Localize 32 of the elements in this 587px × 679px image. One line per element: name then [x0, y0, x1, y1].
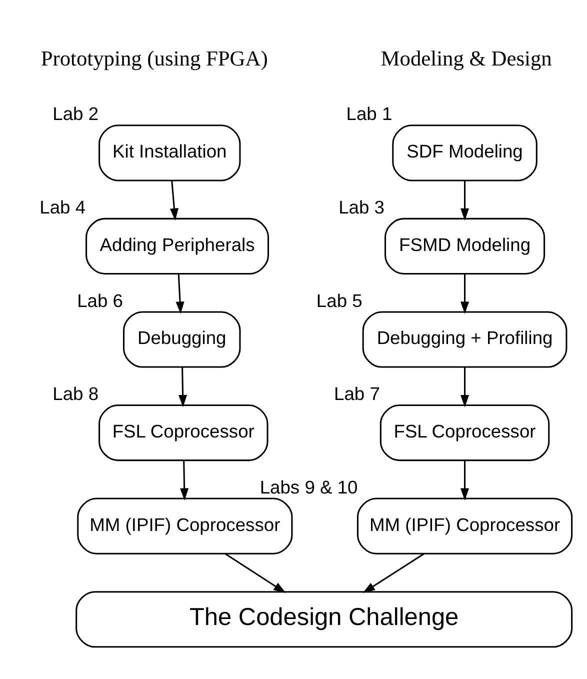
node-box: MM (IPIF) Coprocessor [77, 498, 293, 554]
node-label: Labs 9 & 10 [260, 476, 358, 498]
node-box: Debugging + Profiling [362, 311, 568, 368]
node-label: Lab 4 [40, 196, 86, 218]
node-label: Lab 2 [52, 103, 99, 124]
node-label: Lab 5 [316, 290, 362, 311]
node-box: FSMD Modeling [384, 218, 546, 274]
arrow [224, 553, 286, 594]
node-box: Kit Installation [98, 124, 241, 182]
node-label: Lab 1 [346, 103, 392, 124]
node-box: SDF Modeling [392, 124, 538, 182]
node-label: Lab 8 [52, 383, 99, 404]
label: Prototyping (using FPGA) [40, 46, 268, 70]
node-box: The Codesign Challenge [76, 591, 573, 648]
node-box: MM (IPIF) Coprocessor [356, 498, 573, 554]
arrow [180, 460, 189, 500]
node-label: Lab 6 [77, 290, 123, 311]
arrow [460, 460, 470, 500]
arrow [362, 553, 424, 594]
arrow [460, 367, 470, 408]
arrow [178, 367, 188, 408]
node-box: FSL Coprocessor [380, 404, 550, 462]
arrow [170, 180, 178, 221]
arrow [460, 180, 470, 221]
node-box: Adding Peripherals [86, 218, 270, 274]
node-box: FSL Coprocessor [98, 404, 268, 462]
node-label: Lab 7 [334, 383, 380, 404]
label: Modeling & Design [380, 46, 552, 70]
node-box: Debugging [122, 311, 241, 368]
node-label: Lab 3 [338, 196, 385, 218]
arrow [460, 274, 470, 314]
arrow [176, 274, 184, 314]
